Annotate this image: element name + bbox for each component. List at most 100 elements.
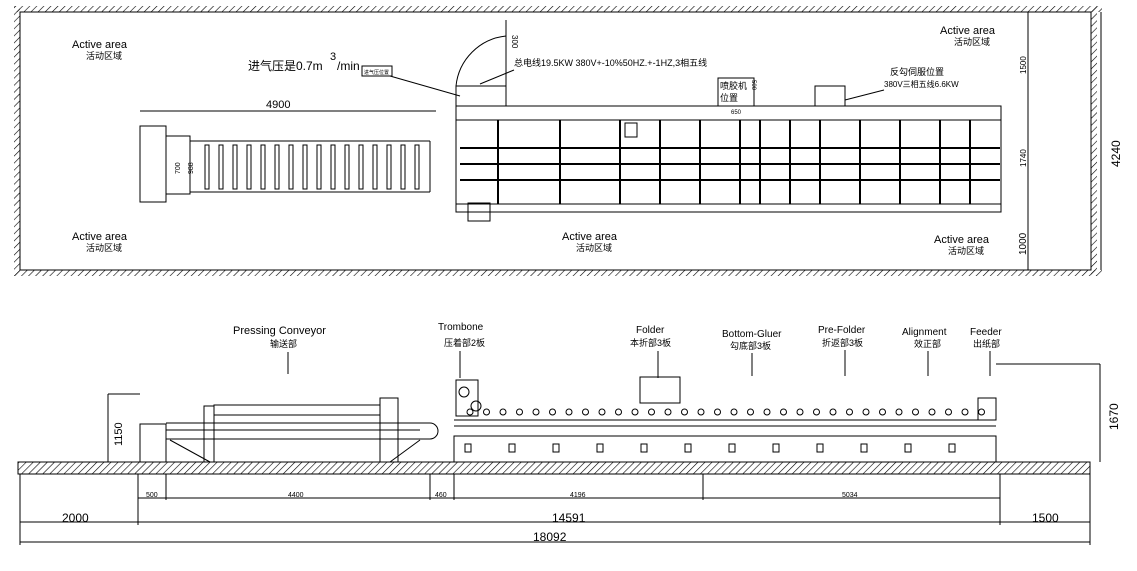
dim-18092: 18092 — [533, 530, 567, 544]
active-area-cn-br: 活动区域 — [948, 245, 984, 256]
section-feeder-en: Feeder — [970, 327, 1002, 338]
elevation-view: Pressing Conveyor 输送部 Trombone 压着部2板 Fol… — [17, 322, 1121, 545]
dim-4240: 4240 — [1109, 140, 1123, 167]
roller — [631, 408, 639, 416]
roller — [664, 408, 672, 416]
conveyor-slat — [386, 144, 392, 190]
dim-700: 700 — [175, 162, 182, 174]
power-spec: 总电线19.5KW 380V+-10%50HZ.+-1HZ,3相五线 — [514, 57, 707, 68]
roller — [895, 408, 903, 416]
servo-spec: 380V三相五线6.6KW — [884, 79, 959, 89]
section-trombone-en: Trombone — [438, 322, 484, 333]
section-alignment-cn: 效正部 — [914, 338, 941, 349]
active-area-cn-bl: 活动区域 — [86, 242, 122, 253]
active-area-cn-tl: 活动区域 — [86, 50, 122, 61]
section-folder-cn: 本折部3板 — [630, 337, 671, 348]
conveyor-elevation — [139, 397, 439, 463]
conveyor-slat — [358, 144, 364, 190]
servo-label: 反勾伺服位置 — [890, 66, 944, 77]
roller — [945, 408, 952, 416]
section-pressing-en: Pressing Conveyor — [233, 325, 326, 337]
roller — [582, 408, 589, 416]
conveyor-slat — [260, 144, 266, 190]
dim-500-glue: 500 — [750, 80, 756, 91]
conveyor-slat — [274, 144, 280, 190]
conveyor-slat — [414, 144, 420, 190]
dim-1670: 1670 — [1107, 403, 1121, 430]
roller — [466, 408, 474, 416]
dim-460: 460 — [435, 492, 447, 499]
dim-14591: 14591 — [552, 511, 586, 525]
machine-plan: 喷胶机 位置 500 650 反勾伺服位置 380V三相五线6.6KW — [455, 66, 1002, 222]
conveyor-plan: 700 988 — [139, 125, 431, 203]
conveyor-slat — [344, 144, 350, 190]
foot — [508, 443, 516, 453]
plan-wall-left — [14, 6, 20, 276]
machine-elevation — [453, 376, 997, 463]
foot — [464, 443, 472, 453]
dim-1500-plan: 1500 — [1019, 56, 1028, 74]
active-area-label-bc: Active area — [562, 231, 618, 243]
dim-4196: 4196 — [570, 492, 586, 499]
roller — [780, 408, 787, 416]
roller — [763, 408, 771, 416]
roller — [730, 408, 738, 416]
dim-4900: 4900 — [266, 99, 290, 111]
roller — [499, 408, 507, 416]
roller — [516, 408, 523, 416]
conveyor-slat — [302, 144, 308, 190]
roller — [598, 408, 606, 416]
dim-300: 300 — [510, 35, 519, 49]
plan-view: Active area 活动区域 Active area 活动区域 Active… — [14, 6, 1123, 276]
air-box-label: 进气压位置 — [364, 69, 389, 76]
roller — [615, 408, 622, 416]
roller — [747, 408, 754, 416]
active-area-cn-bc: 活动区域 — [576, 242, 612, 253]
active-area-label-br: Active area — [934, 234, 990, 246]
foot — [772, 443, 780, 453]
air-unit-sup: 3 — [330, 51, 336, 63]
foot — [904, 443, 912, 453]
section-bottom-gluer-en: Bottom-Gluer — [722, 329, 782, 340]
conveyor-slat — [330, 144, 336, 190]
dim-1740: 1740 — [1019, 149, 1028, 167]
conveyor-slat — [204, 144, 210, 190]
plan-wall-right — [1091, 6, 1097, 276]
section-pre-folder-en: Pre-Folder — [818, 325, 866, 336]
dim-1000-plan: 1000 — [1018, 232, 1029, 255]
roller — [565, 408, 573, 416]
dim-988: 988 — [188, 162, 195, 174]
conveyor-slat — [218, 144, 224, 190]
foot — [596, 443, 604, 453]
roller — [648, 408, 655, 416]
dim-4400: 4400 — [288, 492, 304, 499]
foot — [728, 443, 736, 453]
roller — [978, 408, 985, 416]
section-bottom-gluer-cn: 勾底部3板 — [730, 340, 771, 351]
glue-label-1: 喷胶机 — [720, 80, 747, 91]
roller — [714, 408, 721, 416]
roller — [846, 408, 853, 416]
floor-slab — [17, 461, 1091, 475]
roller — [549, 408, 556, 416]
dim-650: 650 — [731, 110, 742, 116]
dim-1500-elev: 1500 — [1032, 511, 1059, 525]
active-area-label-tl: Active area — [72, 39, 128, 51]
foot — [552, 443, 560, 453]
foot — [816, 443, 824, 453]
dim-2000: 2000 — [62, 511, 89, 525]
active-area-label-bl: Active area — [72, 231, 128, 243]
roller — [862, 408, 870, 416]
roller — [928, 408, 936, 416]
roller — [829, 408, 837, 416]
conveyor-slat — [246, 144, 252, 190]
section-feeder-cn: 出纸部 — [973, 338, 1000, 349]
roller — [796, 408, 804, 416]
roller — [879, 408, 886, 416]
roller — [697, 408, 705, 416]
air-unit: /min — [337, 59, 360, 73]
section-trombone-cn: 压着部2板 — [444, 337, 485, 348]
foot — [684, 443, 692, 453]
dim-5034: 5034 — [842, 492, 858, 499]
